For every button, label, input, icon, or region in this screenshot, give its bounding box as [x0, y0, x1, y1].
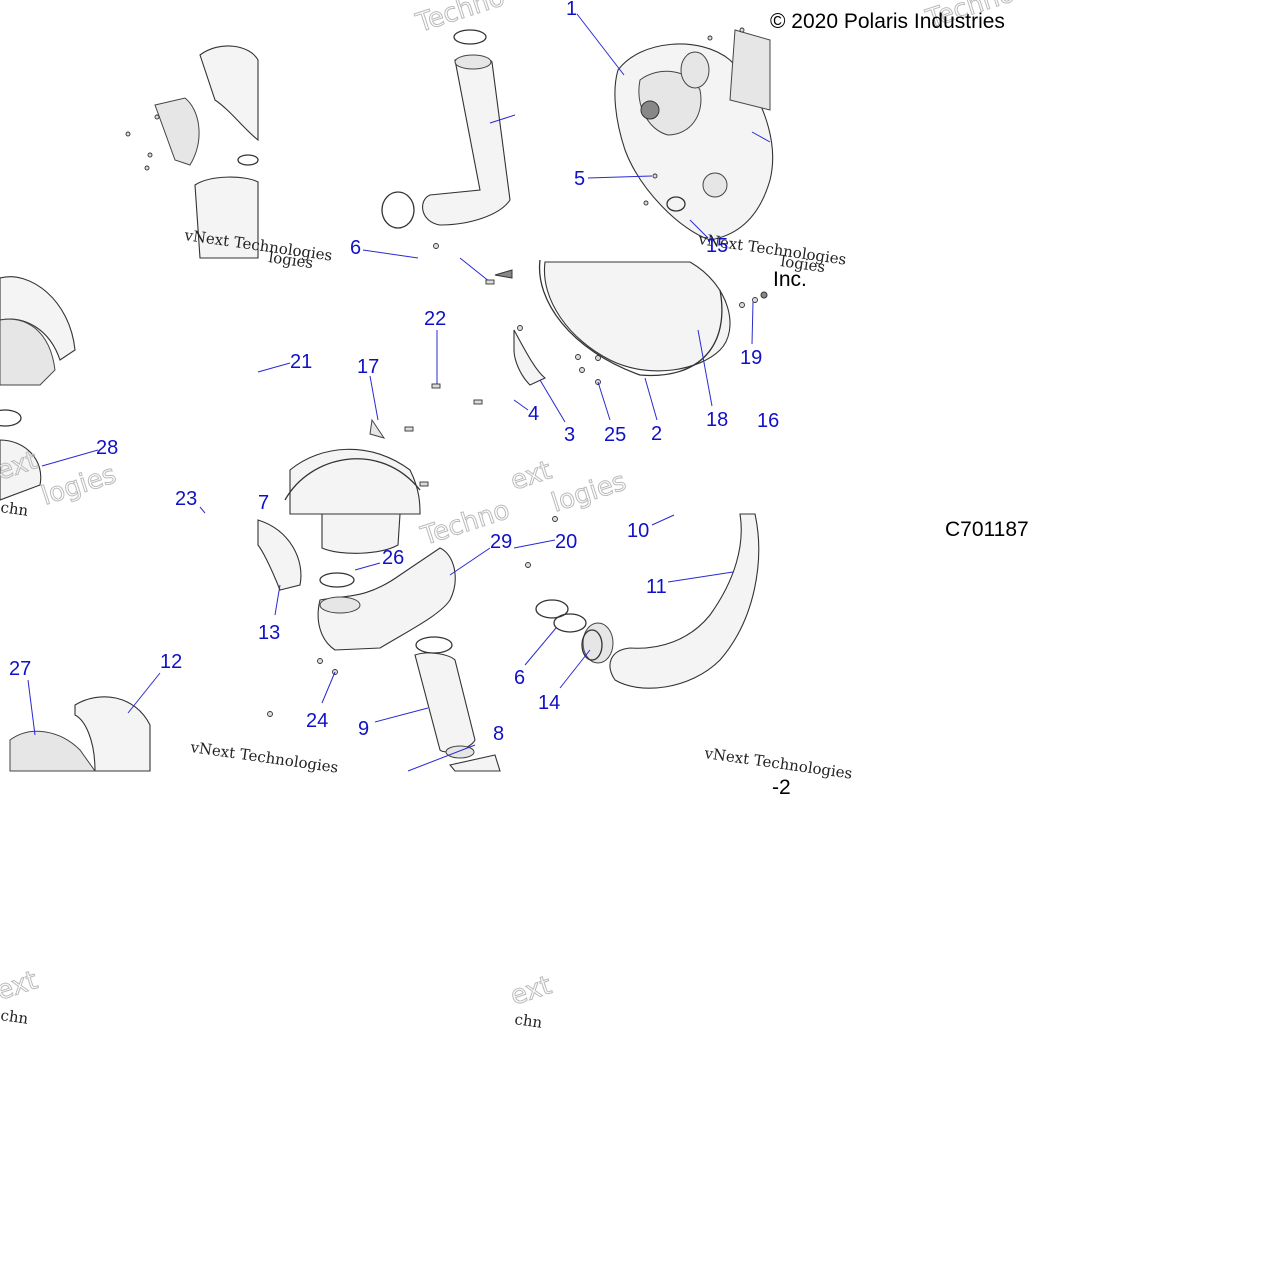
tile-top-left — [125, 45, 259, 259]
tile-top-right — [576, 13, 774, 241]
callout-labels: 1 2 3 4 5 6 7 8 9 10 11 12 13 14 15 16 1… — [9, 0, 779, 745]
tile-bottom-middle — [257, 513, 501, 772]
watermark-chn-3: chn — [0, 498, 30, 520]
callout-21: 21 — [290, 351, 312, 373]
tile-center — [257, 249, 495, 515]
callout-17: 17 — [357, 356, 379, 378]
tile-bottom-right — [513, 513, 760, 689]
callout-24: 24 — [306, 710, 328, 732]
tile-bottom-left — [9, 672, 161, 772]
callout-8: 8 — [493, 723, 504, 745]
watermark-chn-1: chn — [0, 1006, 30, 1028]
callout-5: 5 — [574, 168, 585, 190]
callout-7: 7 — [258, 492, 269, 514]
callout-12: 12 — [160, 651, 182, 673]
watermarks: Techno Techno vNext Technologies vNext T… — [0, 0, 1019, 1032]
watermark-logies-1: logies — [38, 460, 120, 512]
watermark-techno: Techno — [412, 0, 508, 39]
callout-29: 29 — [490, 531, 512, 553]
callout-27: 27 — [9, 658, 31, 680]
callout-26: 26 — [382, 547, 404, 569]
tile-mid-right — [494, 259, 768, 423]
callout-10: 10 — [627, 520, 649, 542]
callout-23: 23 — [175, 488, 197, 510]
watermark-ext-4: ext — [507, 970, 555, 1011]
copyright-suffix: Inc. — [773, 268, 807, 291]
callout-28: 28 — [96, 437, 118, 459]
callout-2: 2 — [651, 423, 662, 445]
callout-18: 18 — [706, 409, 728, 431]
callout-3: 3 — [564, 424, 575, 446]
callout-16: 16 — [757, 410, 779, 432]
drawing-number: C701187 — [945, 518, 1029, 541]
callout-19: 19 — [740, 347, 762, 369]
callout-6-repeat: 6 — [514, 667, 525, 689]
copyright-text: © 2020 Polaris Industries — [770, 10, 1005, 33]
callout-15: 15 — [706, 235, 728, 257]
watermark-vnext-3: vNext Technologies — [188, 738, 339, 777]
callout-9: 9 — [358, 718, 369, 740]
watermark-logies-2: logies — [548, 467, 630, 519]
sheet-fragment: -2 — [772, 776, 791, 799]
watermark-chn-2: chn — [513, 1010, 543, 1032]
callout-1: 1 — [566, 0, 577, 20]
tile-mid-left — [0, 276, 206, 514]
watermark-ext-3: ext — [0, 965, 41, 1006]
callout-11: 11 — [646, 576, 667, 598]
callout-6: 6 — [350, 237, 361, 259]
callout-22: 22 — [424, 308, 446, 330]
tile-top-middle — [381, 29, 516, 249]
callout-14: 14 — [538, 692, 560, 714]
callout-4: 4 — [528, 403, 539, 425]
callout-25: 25 — [604, 424, 626, 446]
callout-13: 13 — [258, 622, 280, 644]
callout-20: 20 — [555, 531, 577, 553]
